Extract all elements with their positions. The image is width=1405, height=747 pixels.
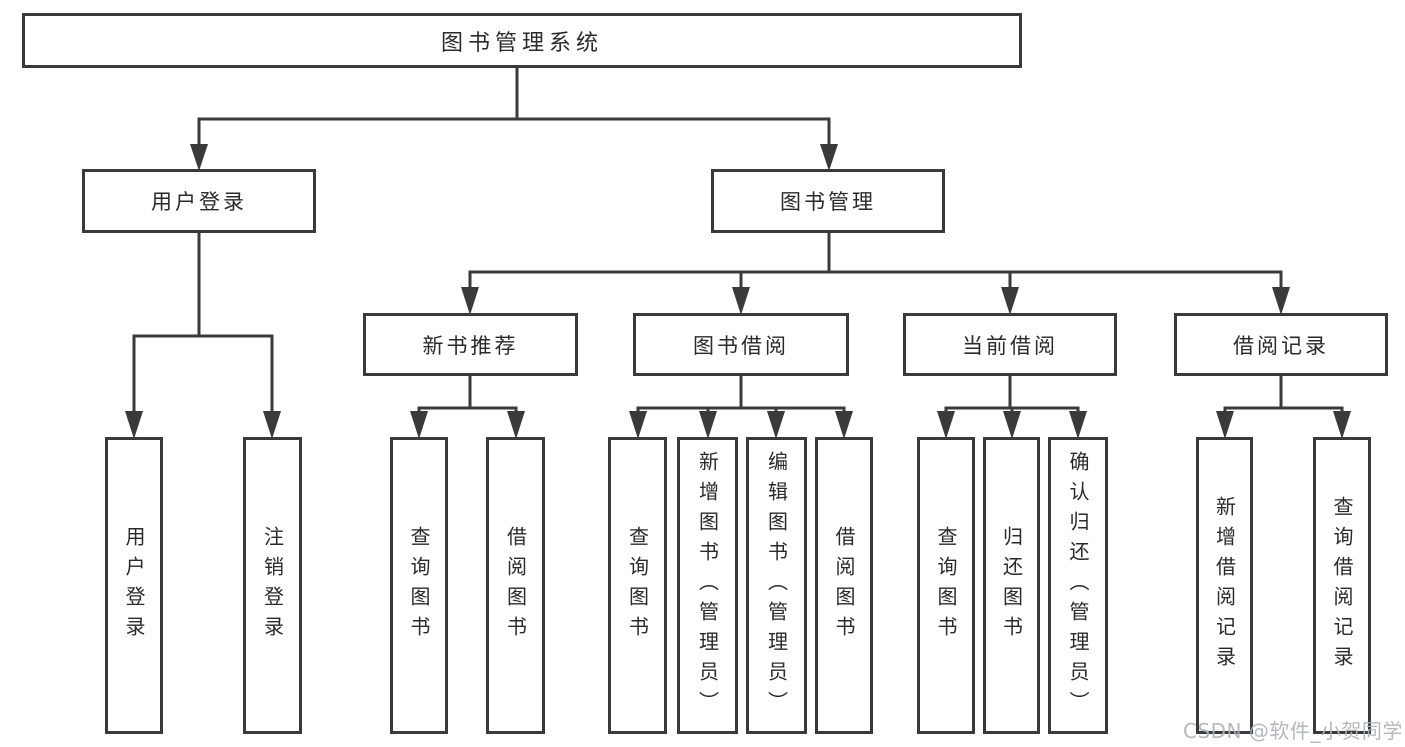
arrowhead: [699, 411, 717, 439]
arrowhead: [1216, 411, 1234, 439]
arrowhead: [125, 411, 143, 439]
node-user-login: 用户登录: [82, 169, 316, 233]
leaf-add-borrow-record: 新增借阅记录: [1196, 437, 1253, 734]
connector-line: [944, 373, 1080, 416]
arrowhead: [937, 411, 955, 439]
node-book-borrow: 图书借阅: [633, 313, 849, 376]
leaf-return-book: 归还图书: [983, 437, 1040, 734]
arrowhead: [820, 144, 838, 171]
connector-line: [1223, 373, 1344, 416]
leaf-recommend-query-book: 查询图书: [390, 437, 448, 734]
leaf-current-query-book: 查询图书: [917, 437, 975, 734]
node-borrow-record: 借阅记录: [1174, 313, 1388, 376]
connector-root-to-level2: [190, 65, 838, 171]
arrowhead: [732, 287, 750, 315]
arrowhead: [1069, 411, 1087, 439]
node-new-book-recommend: 新书推荐: [363, 313, 578, 376]
leaf-edit-book-admin: 编辑图书（管理员）: [746, 437, 807, 734]
connector-line: [132, 230, 274, 414]
leaf-logout-login: 注销登录: [243, 437, 302, 734]
arrowhead: [461, 287, 479, 315]
watermark: CSDN @软件_小贺同学: [1183, 719, 1403, 743]
leaf-query-borrow-record: 查询借阅记录: [1313, 437, 1371, 734]
arrowhead: [835, 411, 853, 439]
arrowhead: [1003, 411, 1021, 439]
leaf-borrow-query-book: 查询图书: [608, 437, 667, 734]
arrowhead: [1272, 287, 1290, 315]
node-root-library-system: 图书管理系统: [22, 13, 1022, 68]
connector-line: [468, 230, 1283, 290]
leaf-confirm-return-admin: 确认归还（管理员）: [1048, 437, 1108, 734]
arrowhead: [629, 411, 647, 439]
connector-current-borrow-children: [937, 373, 1087, 439]
connector-line: [197, 65, 831, 147]
leaf-add-book-admin: 新增图书（管理员）: [677, 437, 738, 734]
node-book-management: 图书管理: [711, 169, 945, 233]
arrowhead: [410, 411, 428, 439]
arrowhead: [263, 411, 281, 439]
arrowhead: [767, 411, 785, 439]
connector-book-borrow-children: [629, 373, 853, 439]
arrowhead: [1333, 411, 1351, 439]
connector-new-book-recommend-children: [410, 373, 525, 439]
arrowhead: [190, 144, 208, 171]
leaf-recommend-borrow-book: 借阅图书: [486, 437, 545, 734]
connector-line: [417, 373, 518, 416]
connector-user-login-children: [125, 230, 281, 439]
arrowhead: [1001, 287, 1019, 315]
connector-borrow-record-children: [1216, 373, 1351, 439]
leaf-user-login: 用户登录: [105, 437, 163, 734]
connector-book-management-children: [461, 230, 1290, 315]
node-current-borrow: 当前借阅: [903, 313, 1117, 376]
leaf-borrow-book: 借阅图书: [815, 437, 873, 734]
connector-line: [636, 373, 846, 416]
arrowhead: [507, 411, 525, 439]
